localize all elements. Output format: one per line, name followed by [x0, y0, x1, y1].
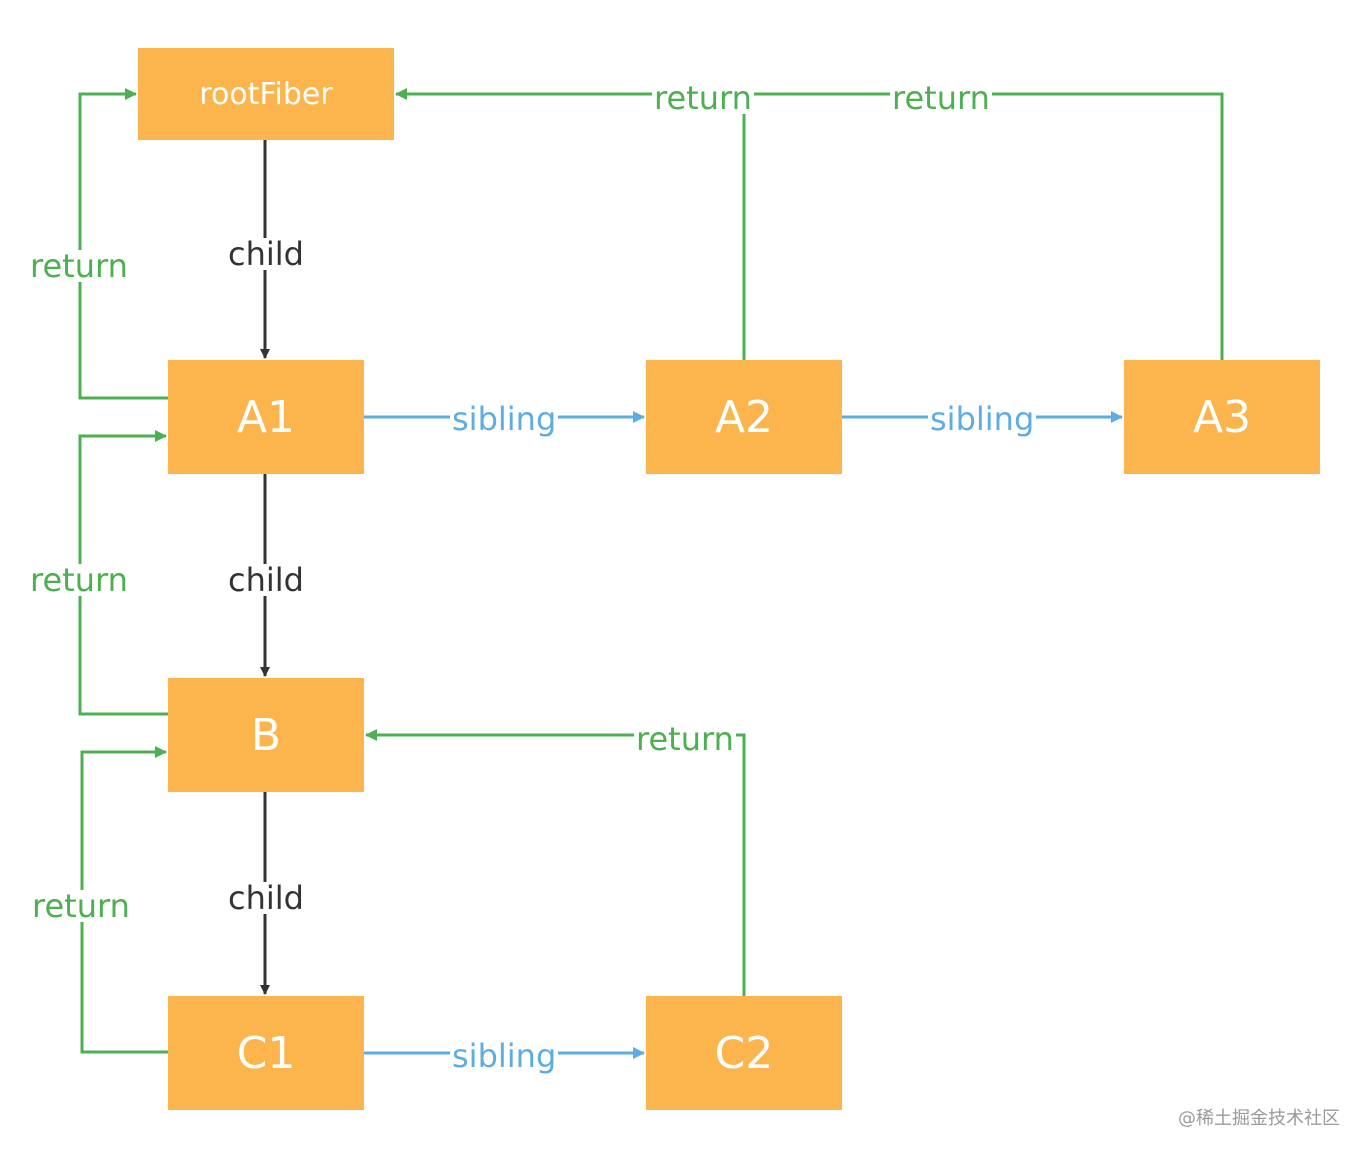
return-edge-a1-root: [78, 88, 168, 400]
return-label-c1-b: return: [30, 887, 132, 925]
node-a1-label: A1: [236, 391, 296, 443]
return-edge-a2-root: [395, 88, 746, 360]
return-label-b-a1: return: [28, 561, 130, 599]
sibling-label-c1-c2: sibling: [450, 1037, 559, 1075]
return-label-c2-b: return: [634, 720, 736, 758]
return-label-a1-root: return: [28, 247, 130, 285]
watermark: @稀土掘金技术社区: [1178, 1108, 1340, 1129]
return-label-a3-root: return: [890, 79, 992, 117]
sibling-label-a2-a3: sibling: [928, 400, 1037, 438]
node-c1: C1: [168, 996, 364, 1110]
node-a1: A1: [168, 360, 364, 474]
return-edge-c2-b: [365, 729, 746, 996]
node-rootfiber-label: rootFiber: [199, 76, 333, 112]
child-label-root-a1: child: [226, 235, 306, 273]
node-a2-label: A2: [714, 391, 774, 443]
return-label-a2-root: return: [652, 79, 754, 117]
sibling-label-a1-a2: sibling: [450, 400, 559, 438]
node-b: B: [168, 678, 364, 792]
node-b-label: B: [250, 709, 282, 761]
node-a3-label: A3: [1192, 391, 1252, 443]
return-edge-a3-root: [744, 92, 1224, 360]
child-label-a1-b: child: [226, 561, 306, 599]
node-rootfiber: rootFiber: [138, 48, 394, 140]
node-a3: A3: [1124, 360, 1320, 474]
child-label-b-c1: child: [226, 879, 306, 917]
node-c2: C2: [646, 996, 842, 1110]
node-c2-label: C2: [714, 1027, 774, 1079]
node-c1-label: C1: [236, 1027, 296, 1079]
node-a2: A2: [646, 360, 842, 474]
